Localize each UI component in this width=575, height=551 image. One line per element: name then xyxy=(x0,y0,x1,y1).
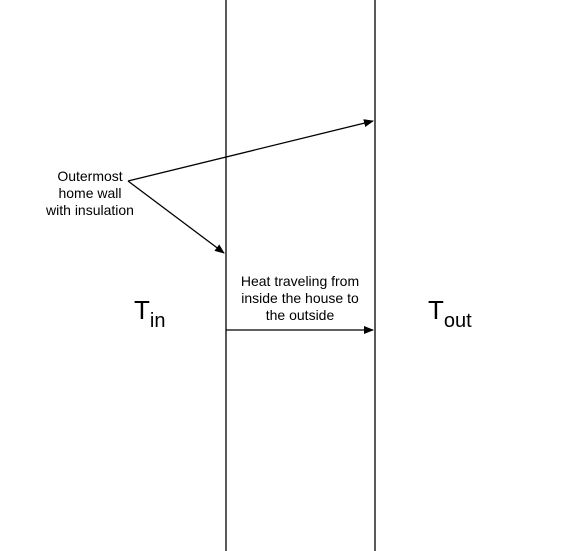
callout-line-1: Outermost xyxy=(57,168,123,184)
heat-label-line-1: Heat traveling from xyxy=(240,273,360,289)
outside-temp-symbol: T xyxy=(428,295,444,325)
heat-flow-label: Heat traveling from inside the house to … xyxy=(222,273,378,324)
inside-temperature-label: Tin xyxy=(134,295,165,331)
outside-temp-subscript: out xyxy=(443,310,472,332)
heat-label-line-2: inside the house to xyxy=(241,290,359,306)
callout-line-2: home wall xyxy=(58,185,122,201)
inside-temp-subscript: in xyxy=(149,310,166,332)
callout-line-3: with insulation xyxy=(46,202,134,218)
inside-temp-symbol: T xyxy=(134,295,150,325)
heat-label-line-3: the outside xyxy=(265,307,335,323)
callout-arrow-to-outer-edge xyxy=(127,119,374,182)
outside-temperature-label: Tout xyxy=(428,295,472,331)
callout-arrow-to-inner-edge xyxy=(127,180,225,254)
wall-callout-label: Outermost home wall with insulation xyxy=(30,168,150,219)
